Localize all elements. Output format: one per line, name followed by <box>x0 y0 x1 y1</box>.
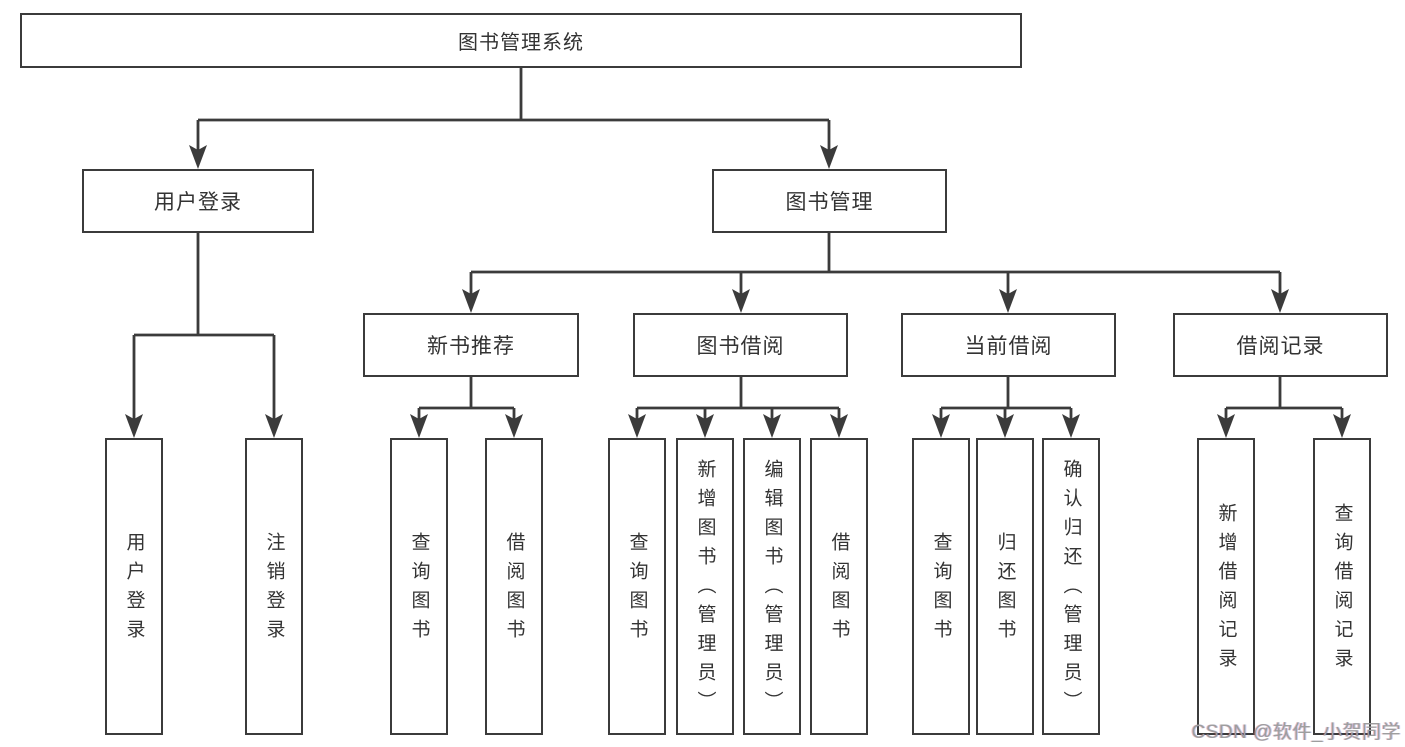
csdn-watermark: CSDN @软件_小贺同学 <box>1191 722 1401 743</box>
leaf-br-add-record: 新增借阅记录 <box>1197 438 1255 735</box>
node-current-borrow: 当前借阅 <box>901 313 1116 377</box>
node-user-login: 用户登录 <box>82 169 314 233</box>
leaf-nb-query-books: 查询图书 <box>390 438 448 735</box>
leaf-cb-confirm-return: 确认归还（管理员） <box>1042 438 1100 735</box>
leaf-user-login: 用户登录 <box>105 438 163 735</box>
tree-edges <box>132 68 1344 421</box>
leaf-nb-borrow-books: 借阅图书 <box>485 438 543 735</box>
node-root: 图书管理系统 <box>20 13 1022 68</box>
leaf-bb-query-books: 查询图书 <box>608 438 666 735</box>
leaf-cb-query-books: 查询图书 <box>912 438 970 735</box>
leaf-cb-return-books: 归还图书 <box>976 438 1034 735</box>
leaf-br-query-record: 查询借阅记录 <box>1313 438 1371 735</box>
leaf-bb-borrow-books: 借阅图书 <box>810 438 868 735</box>
node-book-borrow: 图书借阅 <box>633 313 848 377</box>
node-borrow-records: 借阅记录 <box>1173 313 1388 377</box>
leaf-bb-add-books: 新增图书（管理员） <box>676 438 734 735</box>
leaf-logout: 注销登录 <box>245 438 303 735</box>
node-new-books: 新书推荐 <box>363 313 579 377</box>
node-book-mgmt: 图书管理 <box>712 169 947 233</box>
leaf-bb-edit-books: 编辑图书（管理员） <box>743 438 801 735</box>
